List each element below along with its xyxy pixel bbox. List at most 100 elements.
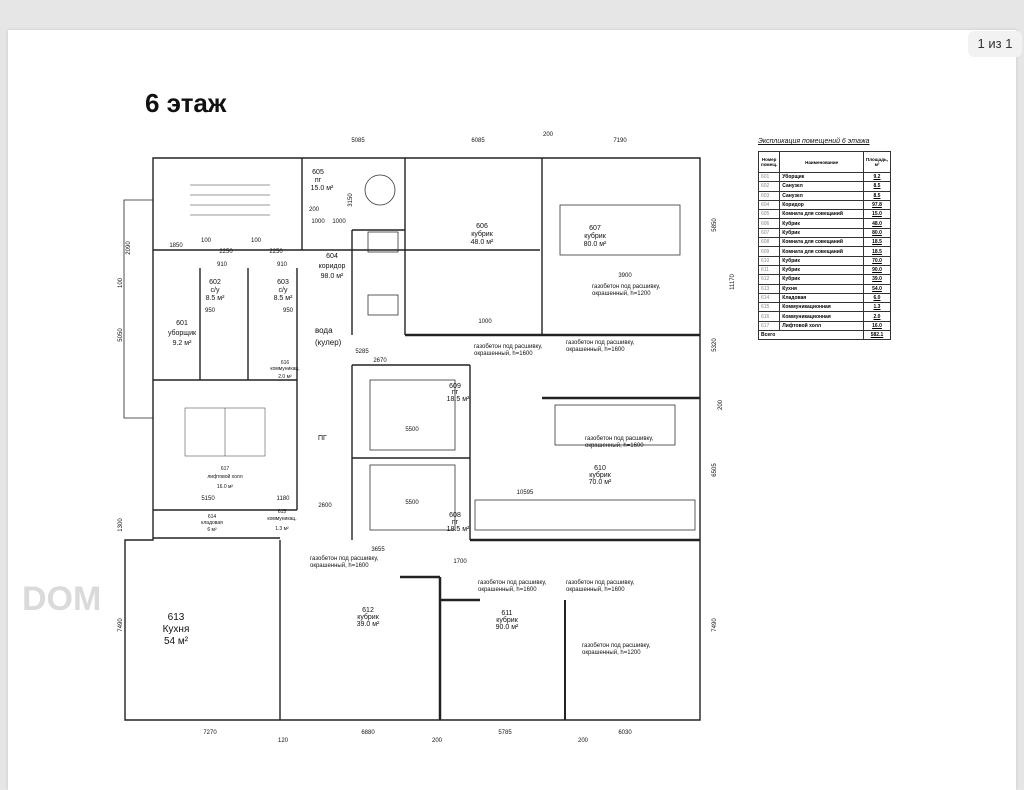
- svg-text:612: 612: [362, 607, 374, 614]
- svg-text:607: 607: [589, 225, 601, 232]
- svg-text:6085: 6085: [471, 138, 485, 144]
- partition-note: газобетон под расшивку, окрашенный, h=16…: [310, 556, 379, 569]
- partition-note: газобетон под расшивку, окрашенный, h=16…: [585, 436, 654, 449]
- cell-name: Кубрик: [779, 274, 864, 285]
- svg-text:6030: 6030: [618, 730, 632, 736]
- svg-text:70.0 м²: 70.0 м²: [589, 479, 612, 486]
- svg-text:98.0 м²: 98.0 м²: [321, 273, 344, 280]
- cell-name: Санузел: [779, 181, 864, 192]
- svg-text:7190: 7190: [613, 138, 627, 144]
- svg-text:3655: 3655: [371, 547, 385, 553]
- cell-n: 612: [757, 274, 781, 285]
- svg-text:80.0 м²: 80.0 м²: [584, 241, 607, 248]
- col-name: Наименование: [779, 151, 864, 173]
- svg-text:613: 613: [168, 612, 185, 623]
- svg-text:коридор: коридор: [319, 263, 346, 270]
- svg-text:7490: 7490: [118, 618, 124, 632]
- svg-text:615: 615: [278, 509, 287, 515]
- cell-name: Кладовая: [779, 292, 864, 304]
- svg-text:100: 100: [251, 238, 262, 244]
- cell-name: Санузел: [779, 190, 864, 201]
- svg-text:уборщик: уборщик: [168, 329, 197, 337]
- svg-text:коммуникац.: коммуникац.: [267, 516, 296, 522]
- cell-area: 18.5: [862, 246, 892, 257]
- room-604: 604 коридор 98.0 м²: [319, 253, 346, 280]
- svg-text:2250: 2250: [269, 249, 283, 255]
- cell-area: 54.0: [862, 283, 892, 294]
- svg-text:с/у: с/у: [211, 287, 220, 294]
- col-number: Номер помещ.: [757, 151, 781, 173]
- cell-n: 608: [757, 237, 781, 248]
- total-value: 582.1: [862, 330, 892, 341]
- svg-text:5320: 5320: [712, 338, 718, 352]
- cell-area: 18.5: [862, 237, 892, 248]
- svg-text:2.0 м²: 2.0 м²: [278, 374, 292, 380]
- cell-name: Комната для совещаний: [779, 246, 864, 257]
- stair-lines: [184, 184, 270, 457]
- cell-n: 607: [757, 227, 781, 239]
- svg-text:2600: 2600: [318, 503, 332, 509]
- svg-text:5150: 5150: [201, 496, 215, 502]
- svg-text:кубрик: кубрик: [357, 613, 380, 621]
- svg-text:8.5 м²: 8.5 м²: [274, 295, 293, 302]
- cell-area: 6.0: [862, 292, 892, 304]
- partition-note: газобетон под расшивку, окрашенный, h=12…: [582, 643, 651, 656]
- partition-note: газобетон под расшивку, окрашенный, h=16…: [566, 580, 635, 593]
- svg-text:7270: 7270: [203, 730, 217, 736]
- svg-text:611: 611: [501, 610, 512, 617]
- cell-name: Кухня: [779, 283, 864, 294]
- svg-text:54 м²: 54 м²: [164, 636, 189, 647]
- cell-area: 48.0: [862, 218, 892, 229]
- cell-name: Комната для совещаний: [779, 209, 864, 220]
- svg-text:11170: 11170: [730, 273, 736, 289]
- explication-title: Экспликация помещений 6 этажа: [758, 138, 870, 145]
- svg-text:с/у: с/у: [279, 287, 288, 294]
- cell-name: Уборщик: [779, 171, 864, 183]
- cooler-label-2: (кулер): [315, 338, 342, 347]
- cell-area: 70.0: [862, 255, 892, 266]
- svg-text:950: 950: [205, 308, 216, 314]
- notes: вода (кулер) ПГ: [315, 326, 342, 442]
- svg-text:15.0 м²: 15.0 м²: [311, 185, 334, 192]
- cell-area: 8.5: [862, 190, 892, 201]
- svg-text:1000: 1000: [332, 219, 346, 225]
- cell-n: 615: [757, 302, 781, 313]
- page-indicator: 1 из 1: [968, 31, 1022, 57]
- svg-text:610: 610: [594, 465, 606, 472]
- svg-text:5500: 5500: [405, 427, 419, 433]
- svg-text:лифтовой холл: лифтовой холл: [207, 473, 242, 480]
- floor-title: 6 этаж: [145, 88, 227, 118]
- svg-text:120: 120: [278, 738, 289, 744]
- svg-text:605: 605: [312, 169, 324, 176]
- svg-text:614: 614: [208, 514, 217, 520]
- cell-name: Коридор: [779, 199, 864, 211]
- cell-name: Кубрик: [779, 227, 864, 239]
- svg-text:18.5 м²: 18.5 м²: [447, 396, 470, 403]
- svg-text:кубрик: кубрик: [471, 230, 494, 238]
- svg-text:602: 602: [209, 279, 221, 286]
- svg-text:604: 604: [326, 253, 338, 260]
- cell-name: Кубрик: [779, 255, 864, 266]
- cell-name: Коммуникационная: [779, 302, 864, 313]
- svg-text:100: 100: [201, 238, 212, 244]
- walls: [123, 157, 701, 721]
- svg-text:18.5 м²: 18.5 м²: [447, 526, 470, 533]
